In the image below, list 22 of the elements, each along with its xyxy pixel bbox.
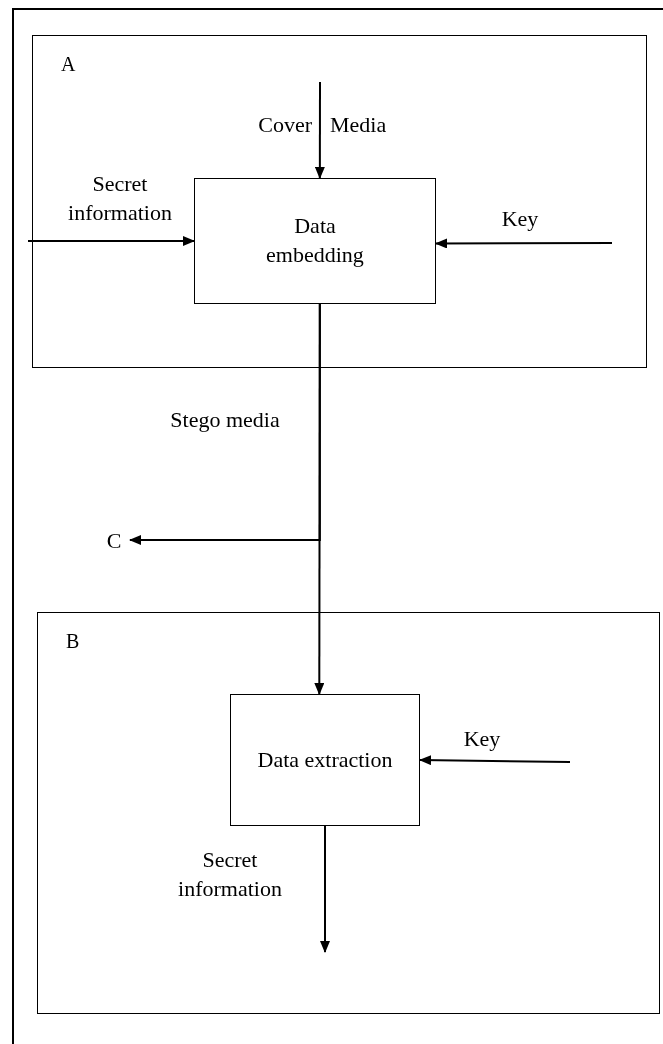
node-text: Data extraction	[256, 745, 394, 774]
node-text: Data embedding	[265, 212, 365, 269]
edge-label: Key	[500, 204, 540, 233]
flow-label: Media	[330, 110, 388, 139]
group-frame	[37, 612, 660, 1014]
arrow	[27, 236, 195, 246]
process-box	[194, 178, 436, 304]
edge-label: Secret information	[177, 846, 283, 903]
section-letter: B	[66, 629, 80, 654]
process-box	[230, 694, 420, 826]
flow-label: Cover	[257, 110, 312, 139]
group-frame	[32, 35, 647, 368]
edge-label: Secret information	[67, 170, 173, 227]
edge-label: Key	[462, 724, 502, 753]
arrow	[129, 303, 321, 545]
arrow	[314, 81, 325, 179]
node-text: C	[105, 526, 123, 555]
arrow	[419, 755, 571, 766]
arrow	[435, 238, 613, 249]
arrow	[320, 825, 330, 953]
edge-label: Stego media	[169, 405, 281, 434]
section-letter: A	[61, 52, 76, 77]
